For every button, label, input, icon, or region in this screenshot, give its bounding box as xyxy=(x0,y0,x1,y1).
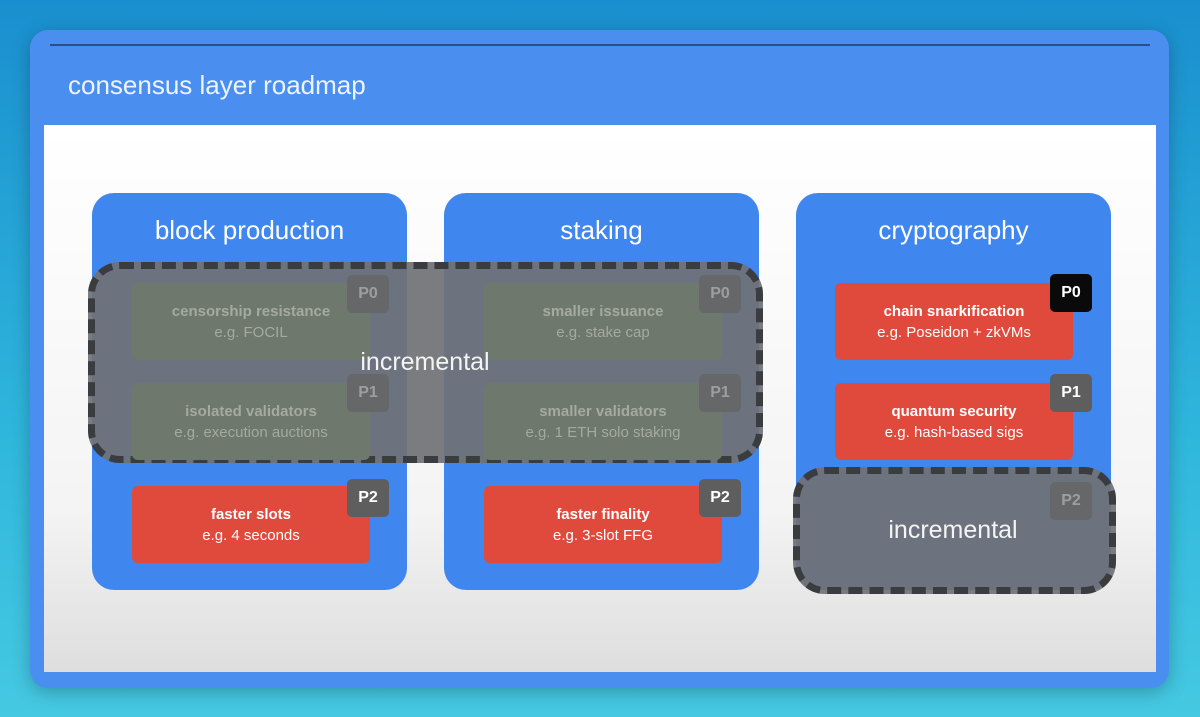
card-smaller-validators: smaller validators e.g. 1 ETH solo stakin… xyxy=(484,383,722,460)
card-censorship-resistance: censorship resistance e.g. FOCIL xyxy=(132,283,370,360)
priority-badge: P2 xyxy=(1050,482,1092,520)
card-quantum-security: quantum security e.g. hash-based sigs xyxy=(835,383,1073,460)
card-title: smaller issuance xyxy=(542,302,664,320)
overlay-label-crypto: incremental xyxy=(888,516,1018,544)
card-chain-snarkification: chain snarkification e.g. Poseidon + zkVM… xyxy=(835,283,1073,360)
card-title: quantum security xyxy=(891,402,1017,420)
card-title: smaller validators xyxy=(539,402,667,420)
card-title: chain snarkification xyxy=(883,302,1025,320)
card-subtitle: e.g. stake cap xyxy=(556,323,650,341)
priority-badge: P0 xyxy=(1050,274,1092,312)
card-subtitle: e.g. 3-slot FFG xyxy=(552,526,654,544)
card-title: censorship resistance xyxy=(171,302,331,320)
priority-badge: P2 xyxy=(347,479,389,517)
column-heading: block production xyxy=(154,215,345,245)
card-title: isolated validators xyxy=(185,402,317,420)
card-subtitle: e.g. 4 seconds xyxy=(202,526,300,544)
card-subtitle: e.g. FOCIL xyxy=(214,323,288,341)
priority-badge: P1 xyxy=(699,374,741,412)
card-title: faster finality xyxy=(556,505,650,523)
priority-badge: P1 xyxy=(347,374,389,412)
priority-badge: P0 xyxy=(699,275,741,313)
priority-badge: P0 xyxy=(347,275,389,313)
priority-badge: P2 xyxy=(699,479,741,517)
card-subtitle: e.g. Poseidon + zkVMs xyxy=(877,323,1031,341)
card-smaller-issuance: smaller issuance e.g. stake cap xyxy=(484,283,722,360)
card-subtitle: e.g. hash-based sigs xyxy=(884,423,1024,441)
card-subtitle: e.g. execution auctions xyxy=(174,423,328,441)
card-subtitle: e.g. 1 ETH solo staking xyxy=(525,423,681,441)
card-faster-slots: faster slots e.g. 4 seconds xyxy=(132,486,370,563)
card-faster-finality: faster finality e.g. 3-slot FFG xyxy=(484,486,722,563)
card-isolated-validators: isolated validators e.g. execution auctio… xyxy=(132,383,370,460)
overlay-label: incremental xyxy=(360,348,490,376)
priority-badge: P1 xyxy=(1050,374,1092,412)
progress-line xyxy=(50,44,1150,46)
slide-title: consensus layer roadmap xyxy=(68,70,366,100)
column-heading: cryptography xyxy=(878,215,1029,245)
card-title: faster slots xyxy=(210,505,292,523)
column-heading: staking xyxy=(560,215,643,245)
